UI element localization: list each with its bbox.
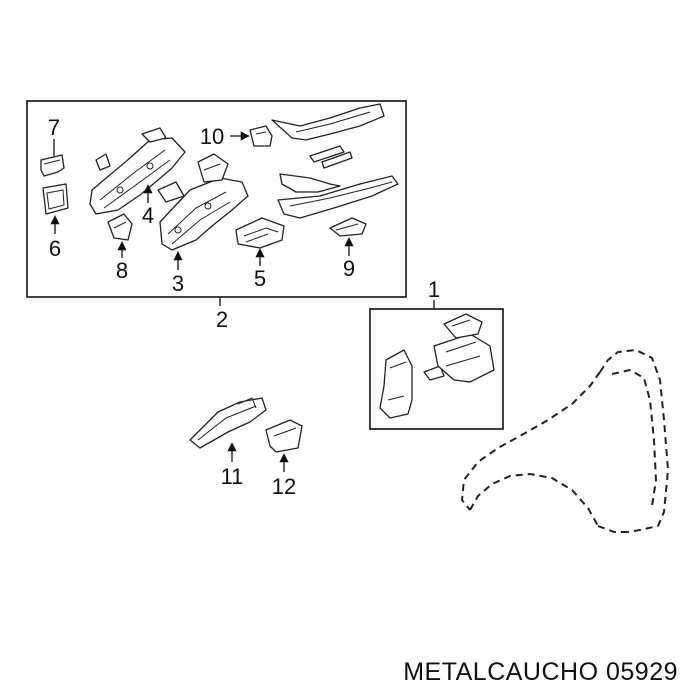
callout-11: 11 — [221, 464, 244, 489]
callout-12: 12 — [272, 474, 296, 499]
part-6-icon — [42, 183, 69, 215]
callout-4: 4 — [142, 203, 154, 228]
callout-6: 6 — [49, 236, 61, 261]
callout-5: 5 — [254, 266, 266, 291]
part-3-icon — [157, 177, 249, 251]
brand-label: METALCAUCHO 05929 — [403, 658, 678, 686]
part-12-icon — [265, 419, 303, 453]
callout-2: 2 — [216, 307, 228, 332]
callout-10: 10 — [200, 124, 224, 149]
small-bar-icon — [309, 145, 353, 169]
callout-8: 8 — [116, 258, 128, 283]
upper-member-icon — [271, 103, 385, 141]
part-4-icon — [89, 127, 186, 215]
part-5-icon — [235, 217, 285, 249]
callout-7: 7 — [48, 115, 60, 140]
callout-9: 9 — [343, 256, 355, 281]
assembly-2-frame — [26, 100, 407, 298]
fender-outline-icon — [461, 349, 669, 533]
part-10-icon — [249, 125, 273, 147]
callout-3: 3 — [172, 271, 184, 296]
part-7-icon — [40, 154, 65, 177]
lower-rail-icon — [277, 173, 399, 219]
part-8-icon — [107, 213, 133, 241]
bracket-icon — [197, 153, 229, 183]
part-9-icon — [329, 217, 367, 237]
callout-1: 1 — [428, 277, 440, 302]
part-1-inner-apron-icon — [379, 313, 495, 419]
part-11-icon — [189, 397, 267, 449]
assembly-1-frame — [369, 308, 504, 430]
